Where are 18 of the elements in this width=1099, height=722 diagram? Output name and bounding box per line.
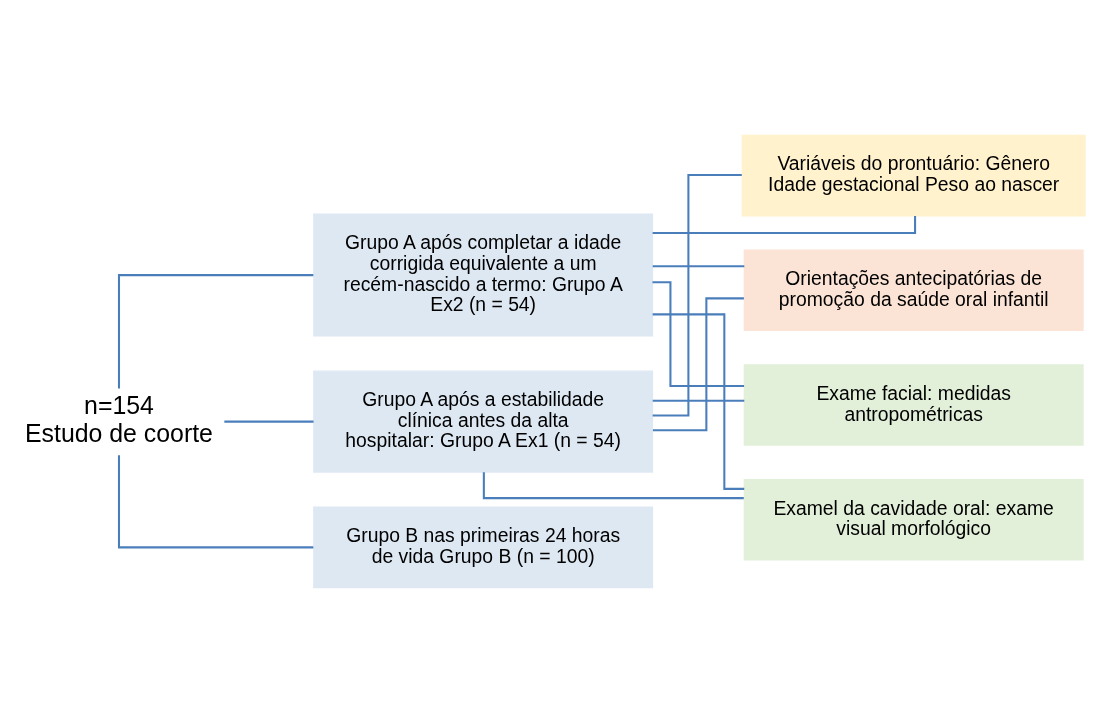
node-box: Grupo B nas primeiras 24 horas de vida Grupo B (n = 100) xyxy=(313,506,654,588)
node-box: Orientações antecipatórias de promoção da saúde oral infantil xyxy=(743,249,1084,331)
connector xyxy=(117,273,314,388)
node-text: n=154 Estudo de coorte xyxy=(25,390,213,447)
node-box: Grupo A após completar a idade corrigida equivalente a um recém-nascido a termo: Grupo A Ex2 (n = 54) xyxy=(313,213,654,337)
node-box: Exame facial: medidas antropométricas xyxy=(743,363,1084,446)
connector xyxy=(224,420,314,423)
connector xyxy=(482,471,744,499)
node-box: Examel da cavidade oral: exame visual morfológico xyxy=(743,478,1084,561)
connector xyxy=(652,312,745,490)
connector xyxy=(652,280,745,387)
connector xyxy=(117,454,314,548)
node-box: Variáveis do prontuário: Gênero Idade gestacional Peso ao nascer xyxy=(741,134,1086,216)
connector xyxy=(652,264,745,267)
node-box: Grupo A após a estabilidade clínica antes da alta hospitalar: Grupo A Ex1 (n = 54) xyxy=(313,370,654,473)
connector xyxy=(652,399,745,402)
connector xyxy=(652,296,744,431)
connector xyxy=(652,173,742,417)
